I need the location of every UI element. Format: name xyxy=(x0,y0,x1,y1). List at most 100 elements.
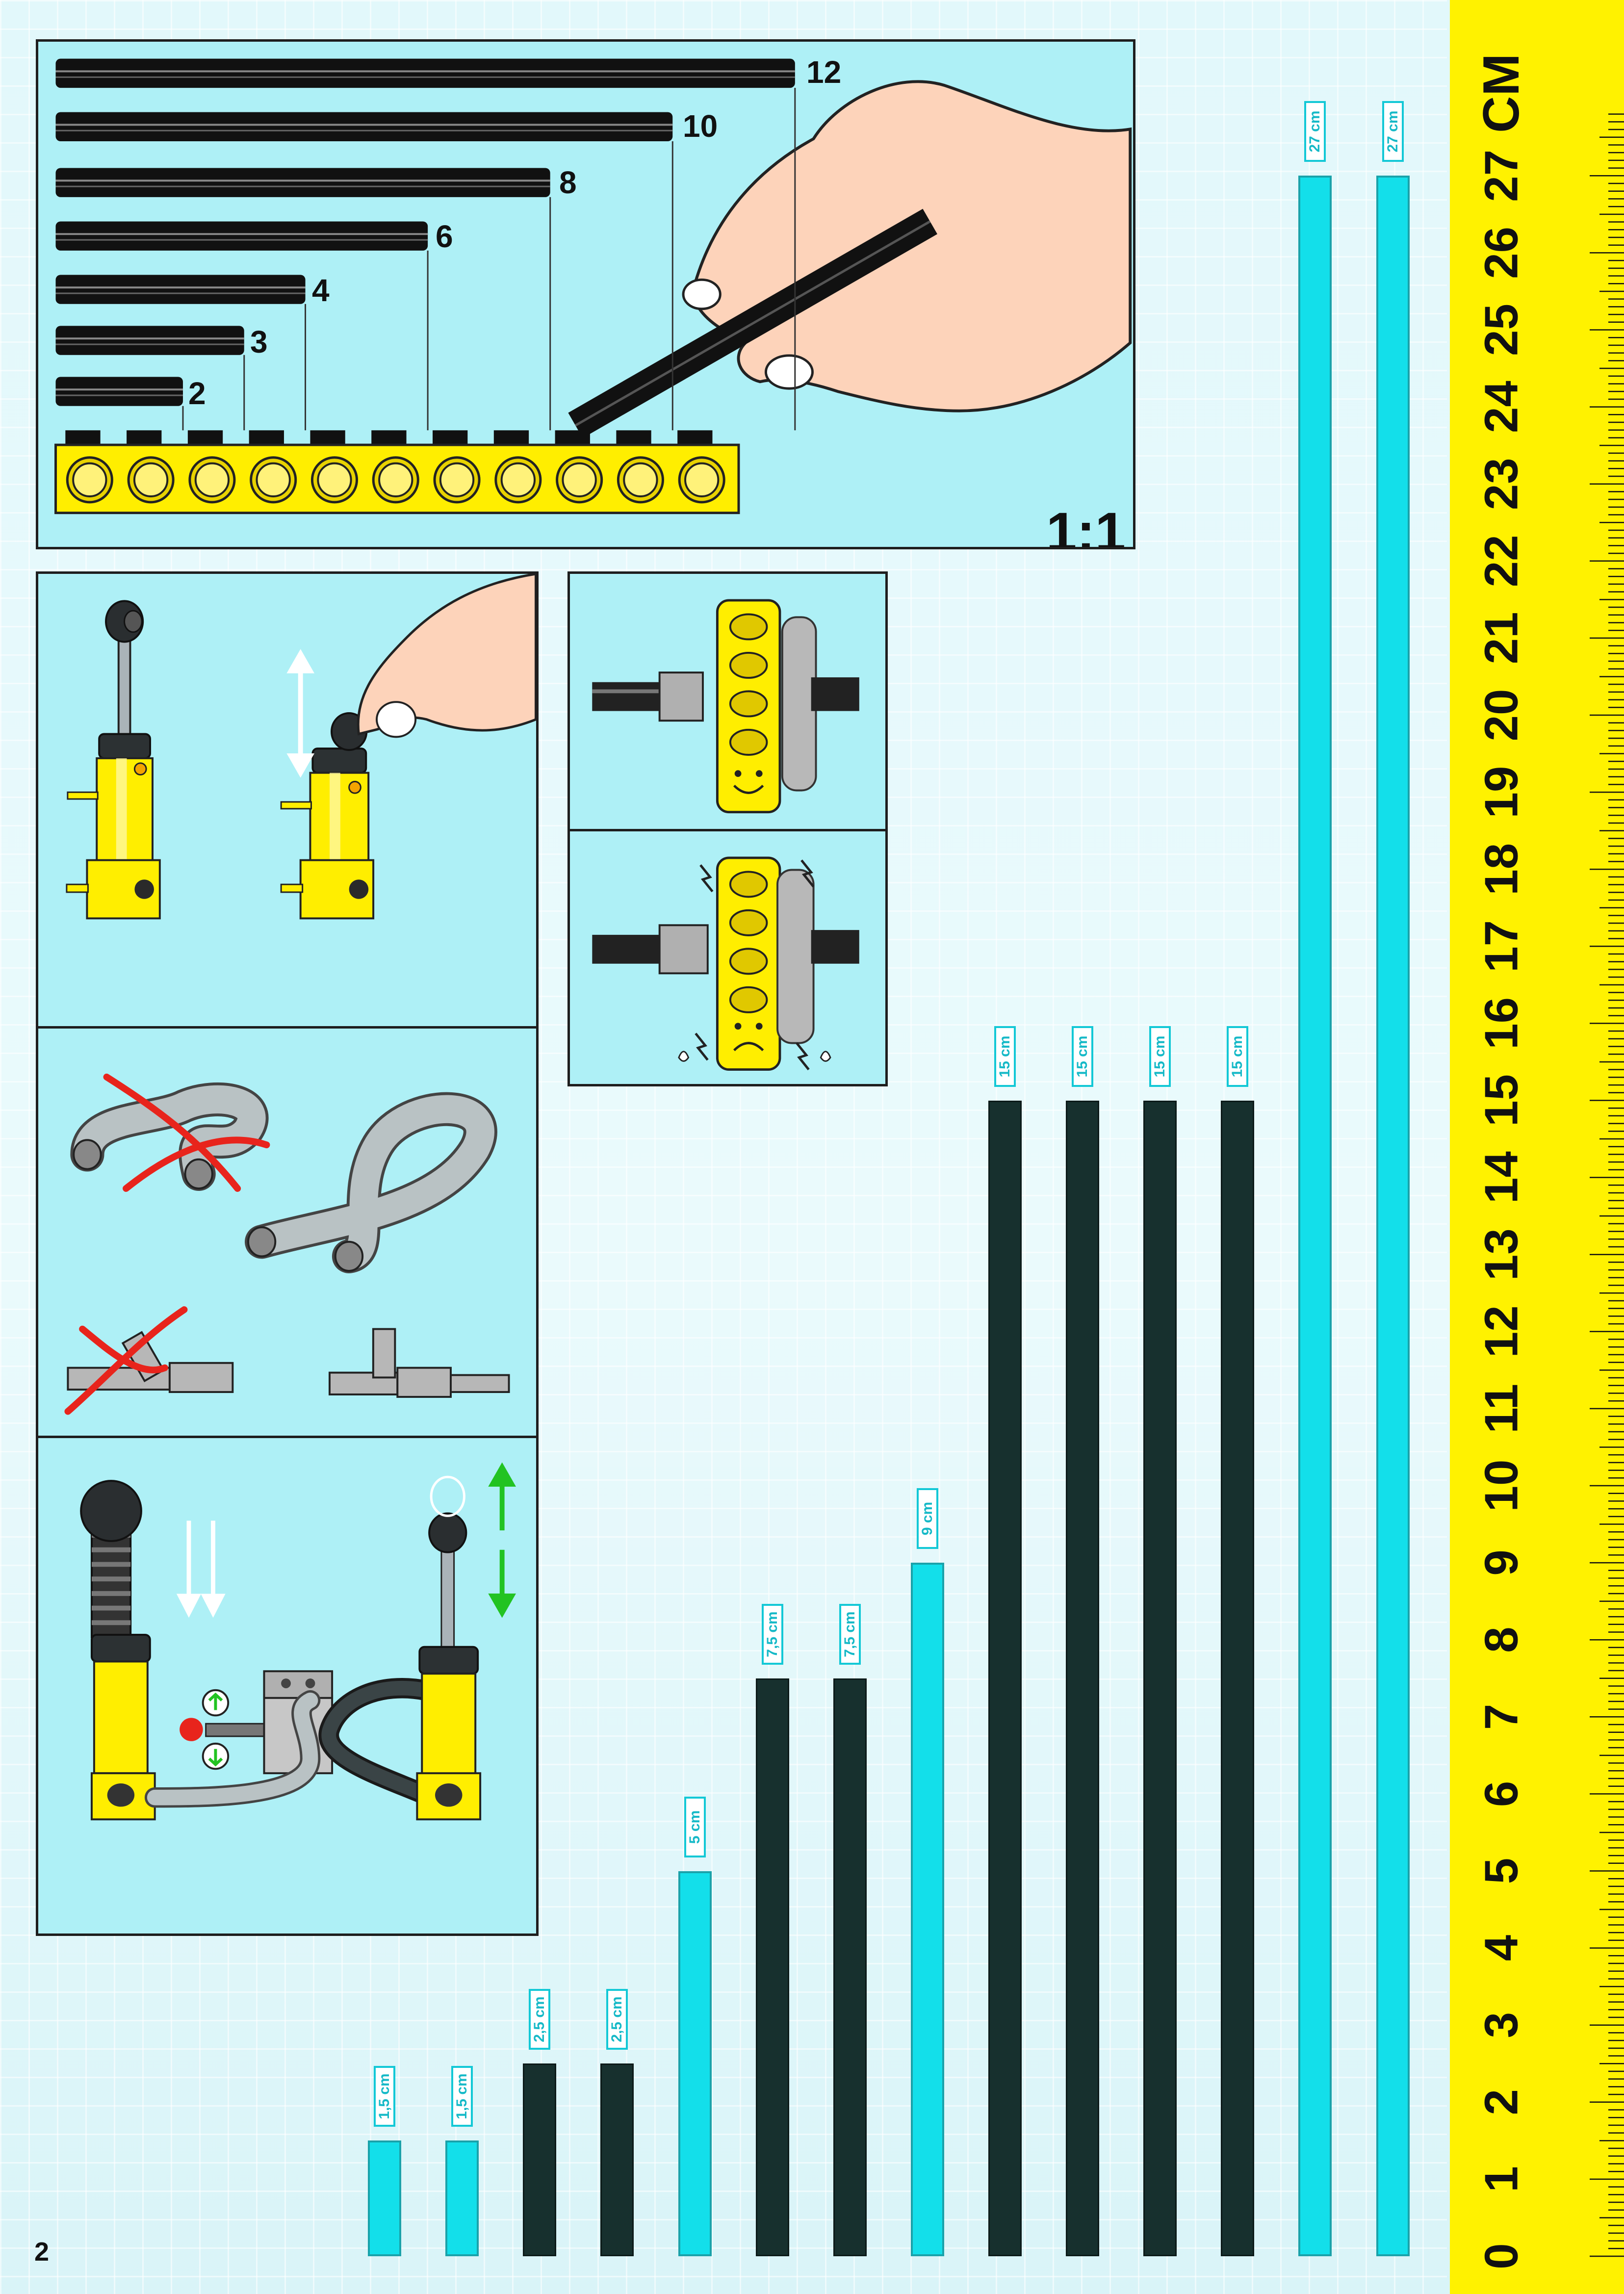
scale-label: 1:1 xyxy=(1046,500,1126,549)
hand-pressing-icon xyxy=(358,574,536,737)
ruler-number: 25 xyxy=(1475,304,1528,356)
cylinder-panel xyxy=(36,571,539,1029)
correct-hose xyxy=(248,1109,480,1271)
axle-rod xyxy=(55,59,795,88)
tube-length-label: 15 cm xyxy=(1149,1026,1171,1087)
red-cross-icon xyxy=(68,1310,184,1412)
tube-dark xyxy=(988,1101,1022,2257)
tube-cyan xyxy=(368,2140,401,2256)
sweat-drop-icon xyxy=(679,1052,689,1061)
tube-length-text: 15 cm xyxy=(1229,1035,1246,1077)
tube-length-label: 2,5 cm xyxy=(529,1989,550,2050)
tube-length-text: 27 cm xyxy=(1385,111,1401,153)
valve-indicator xyxy=(180,1690,264,1769)
ruler-number: 27 xyxy=(1475,150,1528,202)
tube-dark xyxy=(833,1678,867,2256)
tube-length-label: 15 cm xyxy=(1227,1026,1248,1087)
ruler-number: 24 xyxy=(1475,381,1528,433)
tube-length-text: 1,5 cm xyxy=(454,2074,470,2119)
ruler-number: 20 xyxy=(1475,689,1528,742)
ruler-number: 15 xyxy=(1475,1074,1528,1127)
tube-length-label: 7,5 cm xyxy=(839,1604,861,1665)
gear-panel-wrong xyxy=(567,829,888,1086)
tube-length-text: 2,5 cm xyxy=(531,1997,548,2042)
tube-dark xyxy=(1221,1101,1254,2257)
tube-length-text: 7,5 cm xyxy=(764,1611,781,1657)
tube-length-label: 7,5 cm xyxy=(762,1604,783,1665)
tube-length-text: 5 cm xyxy=(687,1810,703,1843)
ruler-number: 6 xyxy=(1475,1781,1528,1807)
ruler-number: 9 xyxy=(1475,1549,1528,1575)
ruler-number: 19 xyxy=(1475,766,1528,819)
ruler-number: 23 xyxy=(1475,458,1528,510)
hose-routing-illustration xyxy=(38,1029,536,1436)
cylinder-right xyxy=(281,713,373,918)
ruler-number: 26 xyxy=(1475,227,1528,279)
rod-length-label: 8 xyxy=(559,164,577,201)
axle-rod xyxy=(55,112,672,141)
tube-length-label: 27 cm xyxy=(1304,101,1326,162)
pump-circuit-illustration xyxy=(38,1438,536,1933)
page-number: 2 xyxy=(34,2237,49,2267)
gear-right xyxy=(782,617,859,790)
ruler-number: 10 xyxy=(1475,1460,1528,1512)
yellow-beam-smile xyxy=(717,600,780,812)
tube-length-text: 7,5 cm xyxy=(842,1611,858,1657)
tube-length-label: 2,5 cm xyxy=(606,1989,628,2050)
ruler-scale: 0123456789101112131415161718192021222324… xyxy=(1450,0,1624,2294)
tube-length-label: 15 cm xyxy=(1072,1026,1093,1087)
ruler-number: 0 xyxy=(1475,2243,1528,2269)
tube-dark xyxy=(1066,1101,1099,2257)
yellow-beam xyxy=(55,430,738,513)
ruler-unit-label: CM xyxy=(1473,53,1530,133)
tube-dark xyxy=(600,2063,634,2256)
tube-length-text: 2,5 cm xyxy=(609,1997,625,2042)
down-arrows-icon xyxy=(180,1521,222,1613)
axle-rod xyxy=(55,377,182,406)
tube-dark xyxy=(756,1678,789,2256)
rod-length-label: 6 xyxy=(436,218,453,255)
green-double-arrow xyxy=(492,1467,512,1613)
ruler-number: 12 xyxy=(1475,1305,1528,1358)
rod-length-label: 12 xyxy=(806,54,841,90)
axle-left xyxy=(592,672,703,721)
tube-cyan xyxy=(911,1563,944,2256)
ruler-number: 13 xyxy=(1475,1228,1528,1281)
tube-length-label: 27 cm xyxy=(1382,101,1404,162)
hose-panel xyxy=(36,1026,539,1438)
ruler-number: 8 xyxy=(1475,1627,1528,1653)
tube-length-label: 1,5 cm xyxy=(374,2066,395,2127)
tube-length-label: 15 cm xyxy=(994,1026,1016,1087)
axle-rod xyxy=(55,221,428,250)
ruler-number: 1 xyxy=(1475,2166,1528,2192)
tube-cyan xyxy=(1376,176,1410,2256)
cylinder-left xyxy=(67,601,160,918)
pneumatic-cylinder-illustration xyxy=(38,574,536,1026)
gear-correct-illustration xyxy=(570,574,885,829)
rod-length-label: 3 xyxy=(250,324,268,360)
axle-rod xyxy=(55,168,550,197)
ruler-number: 11 xyxy=(1475,1384,1528,1433)
ruler-number: 18 xyxy=(1475,843,1528,896)
up-down-arrow xyxy=(291,654,310,773)
ruler-number: 3 xyxy=(1475,2012,1528,2038)
tube-cyan xyxy=(445,2140,479,2256)
ruler-number: 16 xyxy=(1475,997,1528,1050)
gear-wrong-illustration xyxy=(570,831,885,1084)
tube-length-text: 9 cm xyxy=(919,1502,936,1535)
gear-panel-correct xyxy=(567,571,888,831)
ruler-number: 21 xyxy=(1475,612,1528,665)
tube-length-label: 9 cm xyxy=(917,1488,938,1549)
tube-length-text: 1,5 cm xyxy=(376,2074,393,2119)
tube-dark xyxy=(1143,1101,1177,2257)
correct-t-connector xyxy=(330,1329,509,1397)
tube-length-label: 1,5 cm xyxy=(451,2066,473,2127)
ruler-number: 17 xyxy=(1475,920,1528,973)
tube-length-label: 5 cm xyxy=(684,1797,706,1857)
ruler-number: 4 xyxy=(1475,1935,1528,1961)
tube-dark xyxy=(523,2063,556,2256)
axle-rod xyxy=(55,275,305,304)
pump-circuit-panel xyxy=(36,1436,539,1936)
